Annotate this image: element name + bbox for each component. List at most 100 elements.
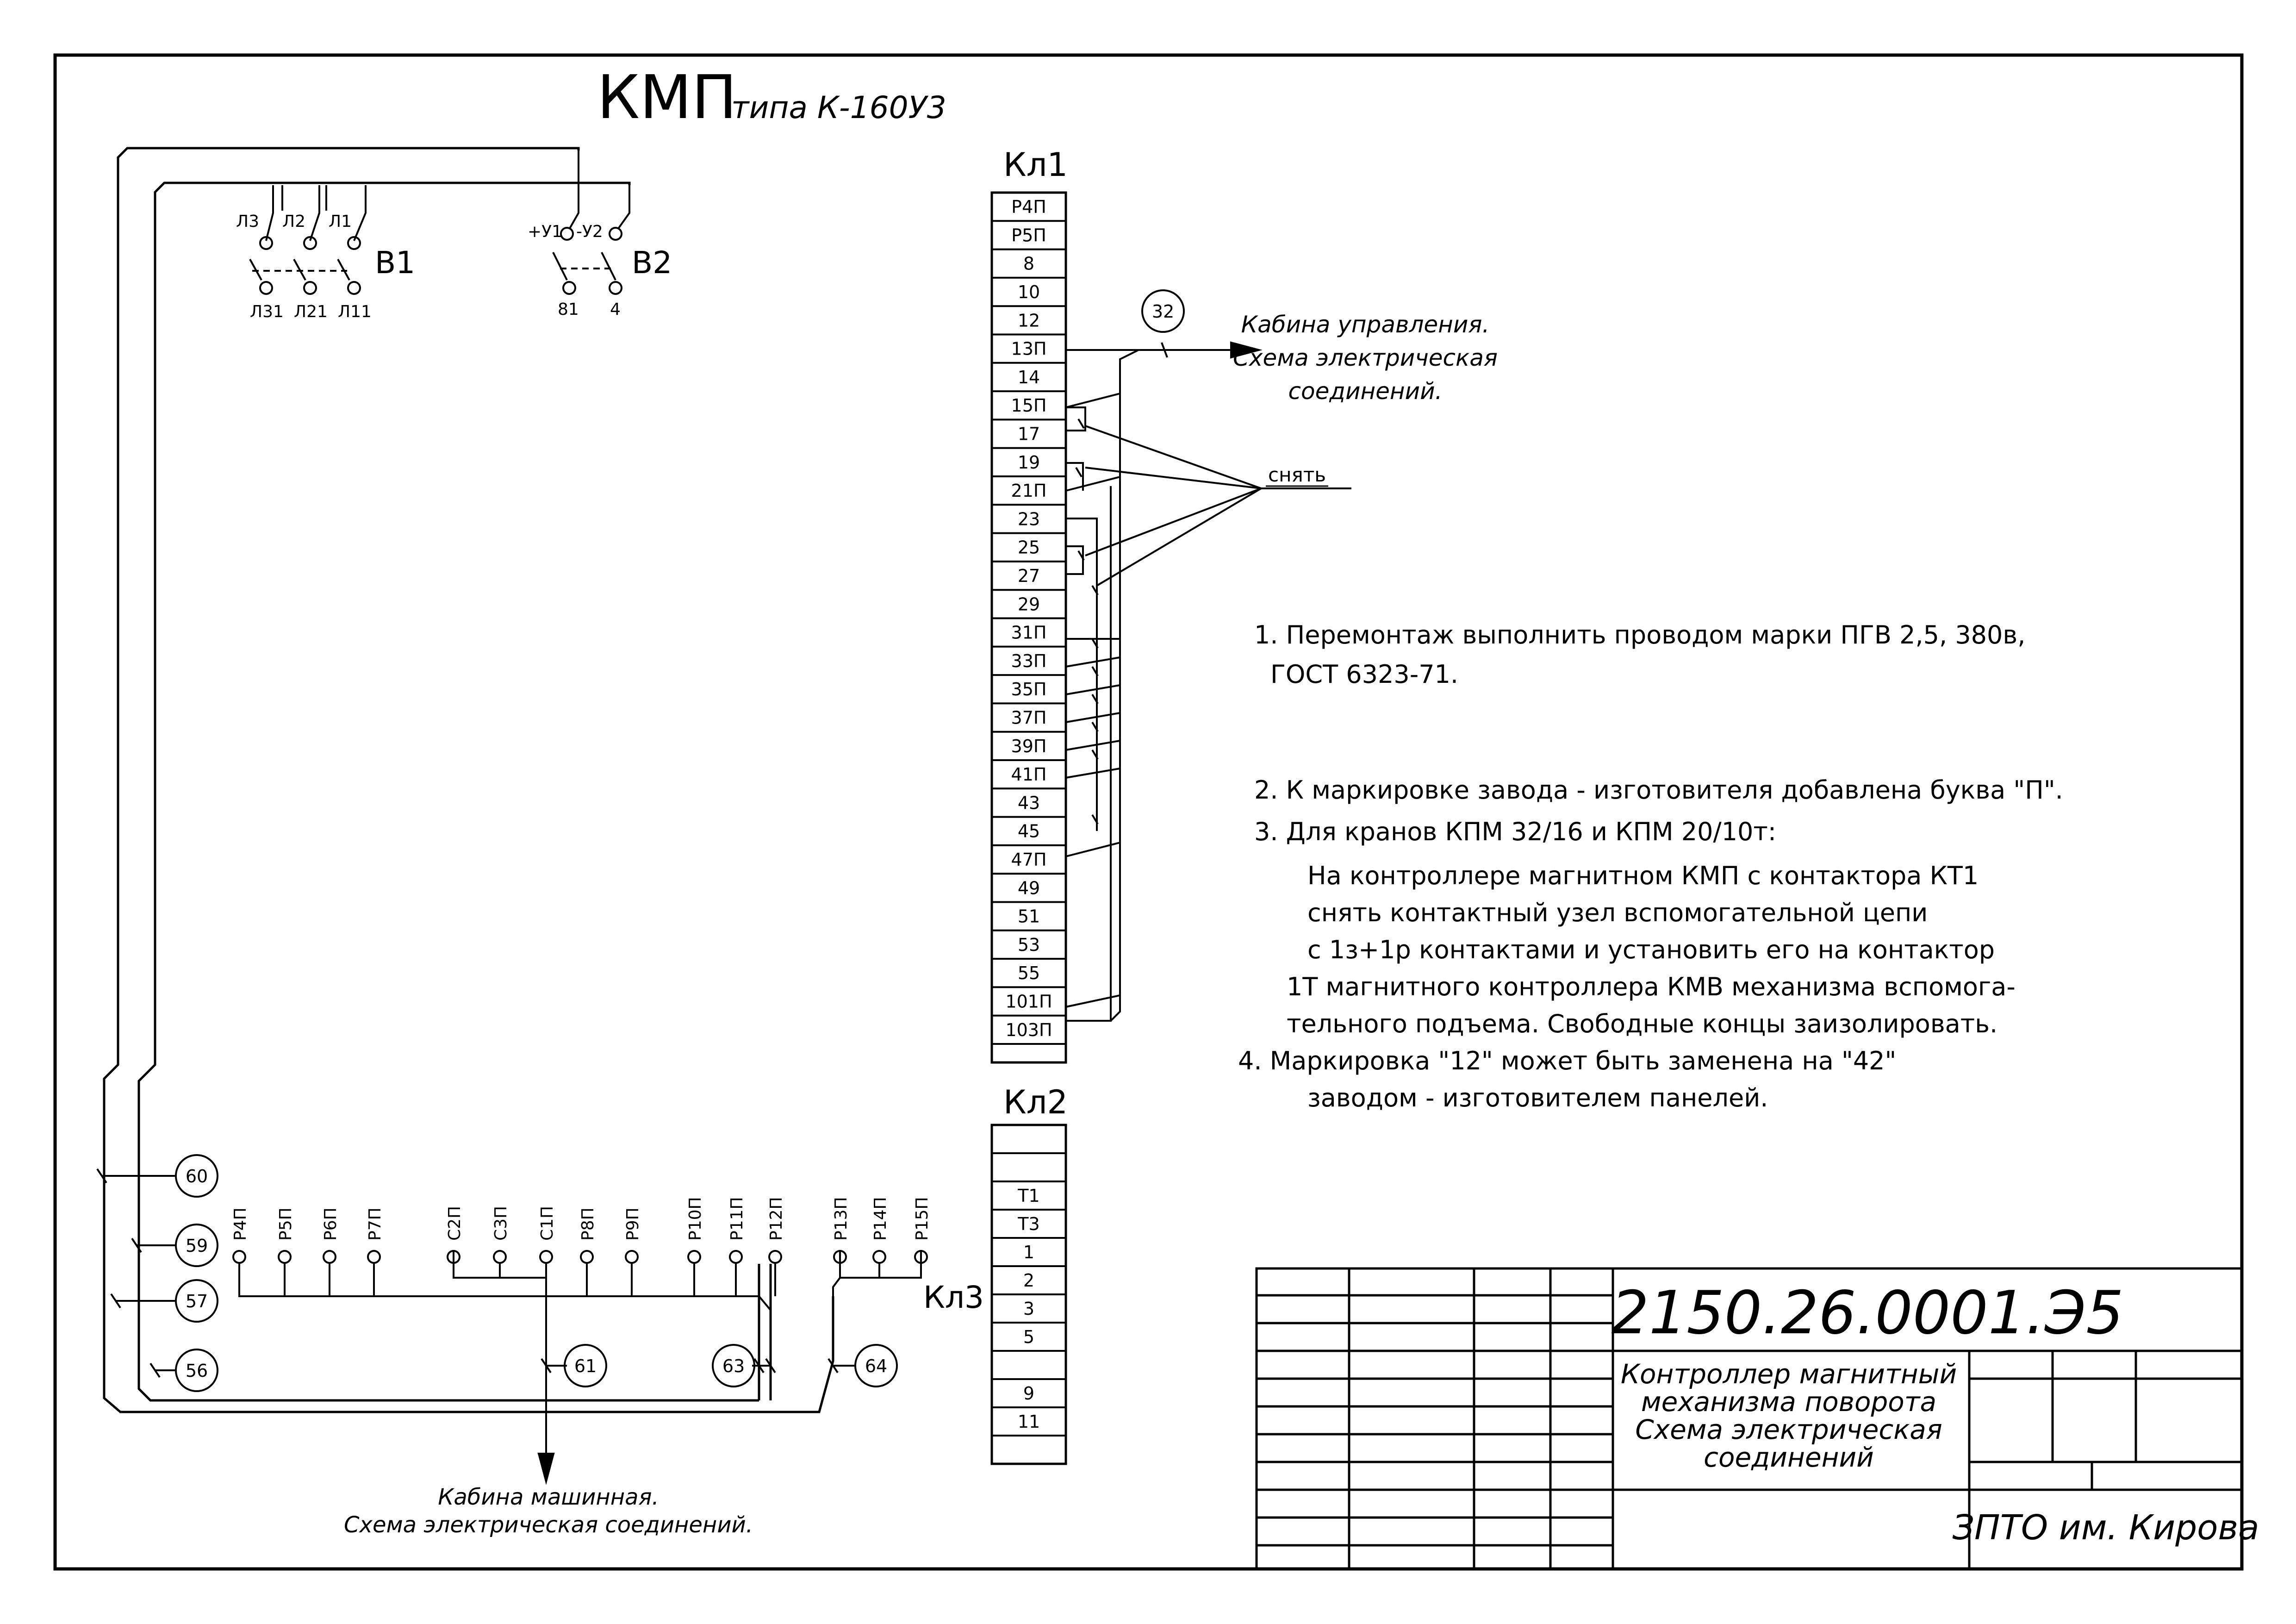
- switch-b2: [552, 148, 630, 295]
- cabin-control-label-1: Кабина управления.: [1241, 311, 1490, 338]
- note-line: 3. Для кранов КПМ 32/16 и КПМ 20/10т:: [1254, 817, 1776, 846]
- remove-label: снять: [1268, 463, 1326, 486]
- cable-59-label: 59: [186, 1236, 208, 1256]
- title-block: [1255, 1267, 2243, 1570]
- doc-name-line-1: Контроллер магнитный: [1621, 1358, 1957, 1390]
- kl3-terminal: [323, 1250, 336, 1264]
- cabin-machine-label-1: Кабина машинная.: [438, 1484, 659, 1510]
- kl1-terminal-label: 33П: [1011, 651, 1047, 671]
- kl1-terminal-label: 13П: [1011, 339, 1047, 359]
- kl1-terminal-label: Р5П: [1011, 225, 1046, 245]
- cable-64-label: 64: [865, 1356, 887, 1376]
- kl3-terminal-label: Р12П: [767, 1197, 786, 1241]
- b2-top-label-2: -У2: [576, 222, 603, 241]
- b2-top-label-1: +У1: [528, 222, 562, 241]
- cable-61-label: 61: [574, 1356, 597, 1376]
- cabin-control-label-2: Схема электрическая: [1233, 344, 1498, 371]
- kl2-terminal-label: 3: [1023, 1299, 1034, 1319]
- b1-top-label-1: Л3: [236, 212, 259, 231]
- b1-bottom-label-1: Л31: [250, 302, 284, 321]
- kl1-terminal-label: 14: [1018, 367, 1040, 387]
- kl1-terminal-label: 25: [1018, 537, 1040, 558]
- kl1-terminal-label: 31П: [1011, 623, 1047, 643]
- b2-name: В2: [632, 245, 672, 281]
- kl1-terminal-label: 103П: [1005, 1020, 1052, 1040]
- kl3-terminal-label: Р10П: [686, 1197, 705, 1241]
- cable-56-marker: [175, 1349, 218, 1392]
- kl2-terminal-label: Т1: [1017, 1186, 1039, 1206]
- cable-56-label: 56: [186, 1361, 208, 1381]
- cable-64-marker: [854, 1344, 898, 1387]
- cable-60-label: 60: [186, 1166, 208, 1187]
- note-line: с 1з+1р контактами и установить его на к…: [1307, 935, 1995, 964]
- kl3-terminal: [687, 1250, 701, 1264]
- kl1-terminal-label: 12: [1018, 310, 1040, 331]
- main-cable-trunk: [103, 147, 834, 1413]
- cable-60-marker: [175, 1154, 218, 1198]
- cable-59-marker: [175, 1224, 218, 1267]
- note-line: 1Т магнитного контроллера КМВ механизма …: [1287, 972, 2016, 1001]
- kl3-terminal: [539, 1250, 553, 1264]
- b1-bottom-label-2: Л21: [294, 302, 328, 321]
- organization: ЗПТО им. Кирова: [1953, 1508, 2259, 1548]
- doc-number: 2150.26.0001.Э5: [1611, 1279, 2123, 1348]
- kl1-terminal-label: 53: [1018, 935, 1040, 955]
- kl3-terminal-label: Р13П: [832, 1197, 851, 1241]
- note-line: 4. Маркировка "12" может быть заменена н…: [1238, 1046, 1896, 1075]
- kl3-terminal-label: Р8П: [579, 1207, 597, 1241]
- kl2-terminal-label: Т3: [1017, 1214, 1039, 1234]
- b2-bottom-label-2: 4: [610, 300, 621, 319]
- kl3-terminal: [625, 1250, 639, 1264]
- kl1-terminal-label: 101П: [1005, 992, 1052, 1012]
- cable-63-label: 63: [722, 1356, 745, 1376]
- kl1-terminal-label: 27: [1018, 566, 1040, 586]
- kl1-terminal-label: 15П: [1011, 395, 1047, 416]
- doc-name-line-3: Схема электрическая: [1635, 1414, 1942, 1445]
- cable-57-label: 57: [186, 1291, 208, 1312]
- b1-name: В1: [375, 245, 415, 281]
- kl2-terminal-label: 11: [1018, 1412, 1040, 1432]
- kl3-terminal-label: Р7П: [366, 1207, 385, 1241]
- kl3-terminal: [729, 1250, 743, 1264]
- b1-top-label-3: Л1: [329, 212, 352, 231]
- b2-bottom-label-1: 81: [558, 300, 579, 319]
- controller-title: КМП: [597, 62, 737, 132]
- cable-63-marker: [712, 1344, 755, 1387]
- kl1-terminal-label: 21П: [1011, 481, 1047, 501]
- doc-name-line-2: механизма поворота: [1641, 1386, 1936, 1418]
- kl3-terminal-label: Р4П: [231, 1207, 250, 1241]
- kl1-terminal-label: 41П: [1011, 764, 1047, 785]
- doc-name-line-4: соединений: [1704, 1442, 1874, 1473]
- cable-61-marker: [564, 1344, 607, 1387]
- kl1-terminal-label: 43: [1018, 793, 1040, 813]
- kl3-terminal: [232, 1250, 246, 1264]
- kl3-name: Кл3: [923, 1280, 984, 1315]
- kl1-terminal-block: Р4ПР5П8101213П1415П171921П2325272931П33П…: [990, 191, 1067, 1064]
- kl1-terminal-label: 10: [1018, 282, 1040, 302]
- kl1-terminal-label: 17: [1018, 424, 1040, 444]
- notes: 1. Перемонтаж выполнить проводом марки П…: [1238, 620, 2063, 1112]
- kl1-terminal-label: 37П: [1011, 708, 1047, 728]
- note-line: ГОСТ 6323-71.: [1270, 660, 1458, 689]
- kl3-terminal-label: Р5П: [276, 1207, 295, 1241]
- kl3-terminal: [580, 1250, 594, 1264]
- kl3-terminal: [872, 1250, 886, 1264]
- note-line: заводом - изготовителем панелей.: [1307, 1083, 1768, 1112]
- kl2-name: Кл2: [1003, 1083, 1068, 1121]
- kl1-terminal-label: 47П: [1011, 849, 1047, 870]
- kl3-terminal-label: С3П: [492, 1206, 510, 1241]
- kl3-terminal-label: Р6П: [321, 1207, 340, 1241]
- kl1-terminal-label: 51: [1018, 906, 1040, 927]
- b1-top-label-2: Л2: [282, 212, 305, 231]
- kl3-terminal-label: С2П: [445, 1206, 464, 1241]
- note-line: тельного подъема. Свободные концы заизол…: [1287, 1009, 1997, 1038]
- kl2-terminal-label: 2: [1023, 1270, 1034, 1291]
- kl3-terminal-label: Р14П: [871, 1197, 890, 1241]
- kl1-wiring: [1065, 341, 1351, 1022]
- cable-32-marker: [1141, 289, 1185, 333]
- cable-32-label: 32: [1152, 301, 1174, 322]
- switch-b1: [249, 185, 367, 295]
